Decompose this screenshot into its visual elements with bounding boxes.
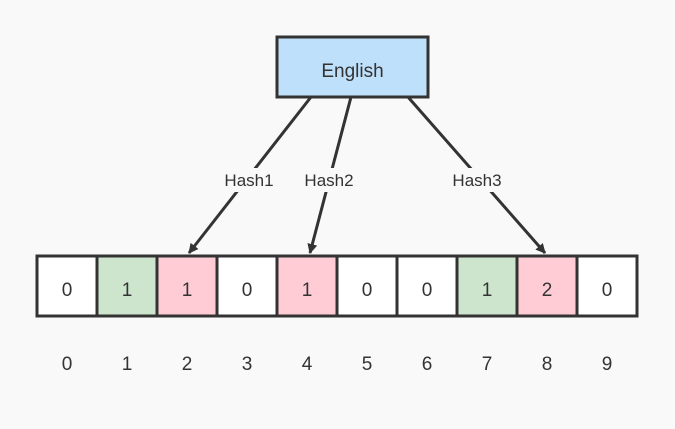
bit-cell: 1 [275,254,339,318]
hash-labels: Hash1 Hash2 Hash3 [220,168,508,192]
bit-array: 0 1 1 0 1 0 0 1 2 0 [35,254,639,318]
bit-cell-value: 0 [422,280,433,301]
root-label: English [321,61,383,82]
bit-index-label: 6 [422,354,433,375]
bit-index-label: 4 [302,354,313,375]
bit-index-label: 1 [122,354,133,375]
bit-cell-value: 1 [122,280,133,301]
bit-index-label: 9 [602,354,613,375]
bit-cell-box [515,254,579,318]
bit-index-label: 8 [542,354,553,375]
bit-index-label: 7 [482,354,493,375]
bit-cell: 0 [335,254,399,318]
bit-cell: 0 [395,254,459,318]
hash1-label: Hash1 [224,171,273,190]
bit-cell-box [455,254,519,318]
bit-index-label: 5 [362,354,373,375]
bit-cell-value: 0 [62,280,73,301]
bit-cell: 1 [95,254,159,318]
bit-cell-value: 1 [302,280,313,301]
hash2-label: Hash2 [304,171,353,190]
bit-cell-value: 1 [182,280,193,301]
bit-cell-value: 0 [602,280,613,301]
root-box [275,35,430,99]
hash3-label: Hash3 [452,171,501,190]
bit-cell-value: 1 [482,280,493,301]
bit-cell: 1 [155,254,219,318]
bit-index-label: 0 [62,354,73,375]
bit-cell-box [35,254,99,318]
bit-cell: 2 [515,254,579,318]
bit-cell-value: 0 [242,280,253,301]
bit-cell-value: 2 [542,280,553,301]
root-node: English [275,35,430,99]
bit-cell: 0 [575,254,639,318]
bit-cell: 0 [35,254,99,318]
bit-cell: 1 [455,254,519,318]
index-labels: 0 1 2 3 4 5 6 7 8 9 [62,354,613,375]
bit-cell-box [335,254,399,318]
bit-index-label: 2 [182,354,193,375]
bit-cell-box [215,254,279,318]
bit-cell-value: 0 [362,280,373,301]
bit-cell-box [155,254,219,318]
bit-cell: 0 [215,254,279,318]
bit-index-label: 3 [242,354,253,375]
bit-cell-box [575,254,639,318]
